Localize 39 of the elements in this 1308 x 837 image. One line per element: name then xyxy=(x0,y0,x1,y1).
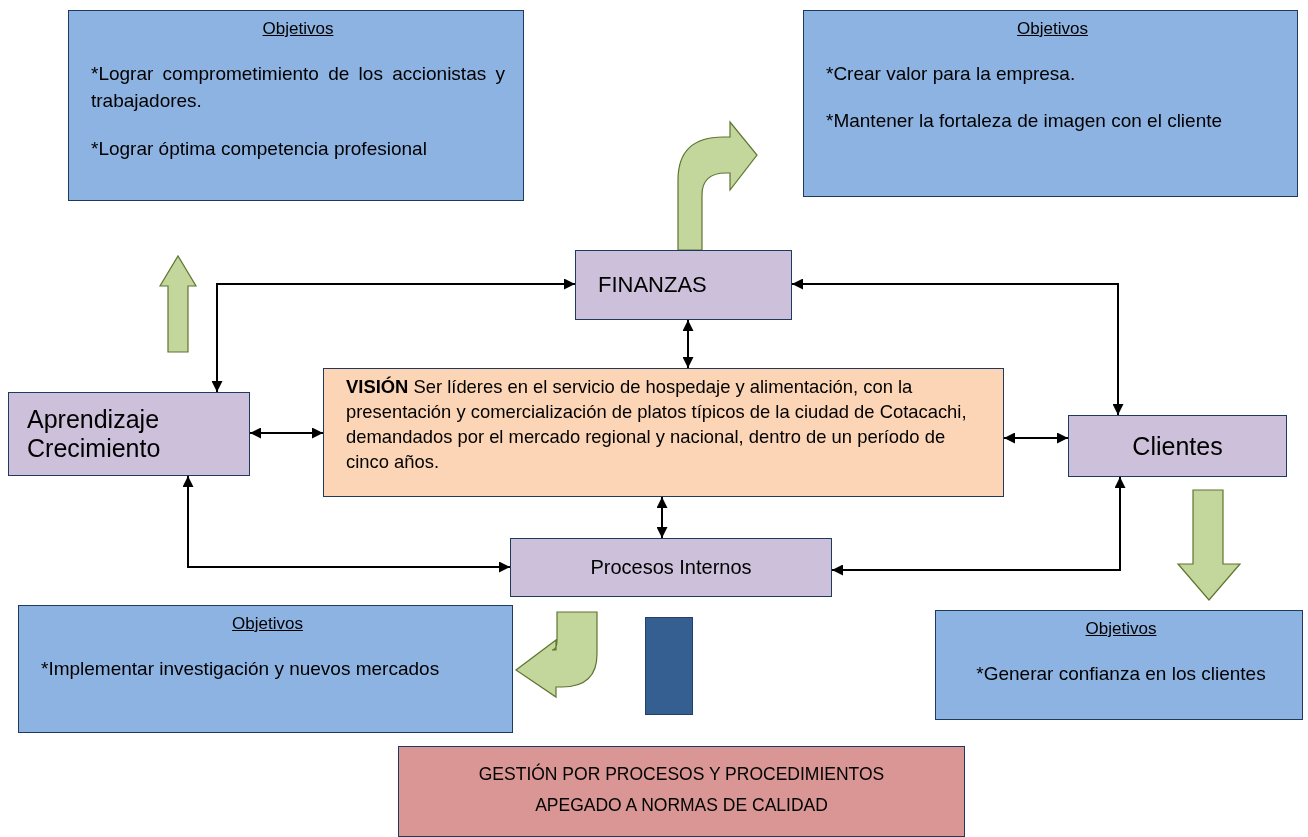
perspective-label: Procesos Internos xyxy=(590,556,752,579)
connector-arrow xyxy=(211,278,576,393)
objectives-heading: Objetivos xyxy=(261,18,335,40)
perspective-label: Aprendizaje Crecimiento xyxy=(27,405,162,463)
block-arrow xyxy=(158,254,198,353)
connector-arrow xyxy=(182,475,511,573)
perspective-label: Clientes xyxy=(1132,431,1223,461)
objectives-box xyxy=(803,10,1298,197)
objectives-heading: Objetivos xyxy=(1016,18,1089,40)
perspective-box xyxy=(575,250,792,320)
objective-text: *Generar confianza en los clientes xyxy=(975,661,1267,686)
perspective-label: FINANZAS xyxy=(598,272,707,298)
objectives-heading: Objetivos xyxy=(231,613,304,635)
objectives-box xyxy=(935,610,1303,720)
objective-text: *Mantener la fortaleza de imagen con el cliente xyxy=(826,109,1224,134)
objective-text: *Crear valor para la empresa. xyxy=(826,61,1077,86)
connector-arrow xyxy=(682,319,694,369)
block-arrow xyxy=(515,611,598,698)
perspective-box xyxy=(1068,415,1287,477)
objective-text: *Lograr comprometimiento de los accionistas y trabajadores. xyxy=(91,61,505,114)
connector-arrow xyxy=(791,278,1124,416)
connector-arrow xyxy=(1003,432,1069,444)
connector-arrow xyxy=(249,427,324,439)
vision-box xyxy=(323,368,1004,497)
block-arrow xyxy=(1176,489,1242,601)
objective-text: *Lograr óptima competencia profesional xyxy=(91,136,428,161)
bar-shape xyxy=(645,617,693,715)
perspective-box xyxy=(510,538,832,597)
connector-arrow xyxy=(831,476,1126,576)
banner-box xyxy=(398,746,965,837)
objectives-heading: Objetivos xyxy=(1084,618,1158,640)
perspective-box xyxy=(8,392,250,476)
banner-text: GESTIÓN POR PROCESOS Y PROCEDIMIENTOS APEGADO A NORMAS DE CALIDAD xyxy=(477,762,886,817)
objective-text: *Implementar investigación y nuevos mercados xyxy=(41,656,441,681)
objectives-box xyxy=(18,605,513,733)
connector-arrow xyxy=(656,496,668,539)
objectives-box xyxy=(68,10,524,201)
block-arrow xyxy=(677,121,758,251)
vision-text: VISIÓN Ser líderes en el servicio de hospedaje y alimentación, con la presentación y comercialización de platos típicos de la ciudad de Cotacachi, demandados por el mercado regional y nacional, dentro de un período de cinco años. xyxy=(346,375,968,475)
